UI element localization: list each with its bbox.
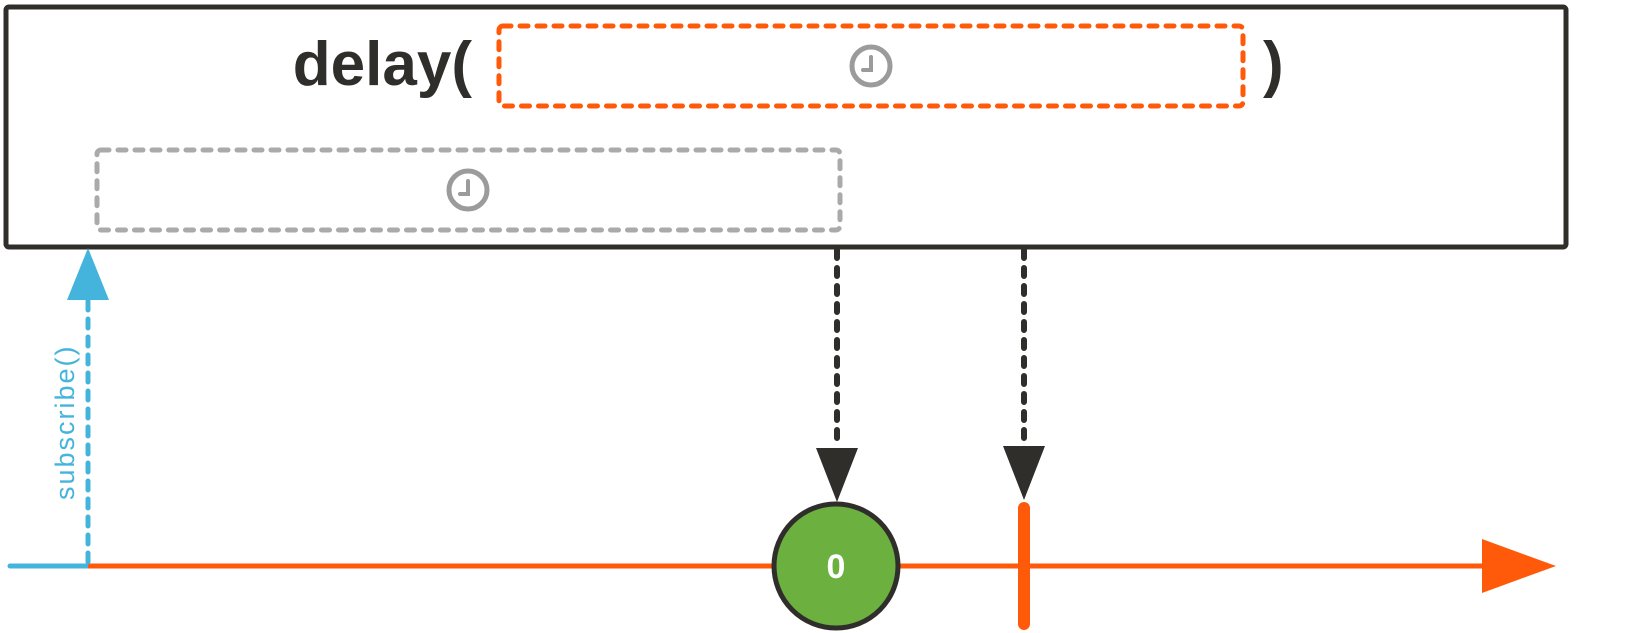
emission-marble: 0 bbox=[771, 501, 901, 631]
operator-label: delay( bbox=[293, 30, 473, 99]
subscribe-label: subscribe() bbox=[50, 344, 80, 500]
subscribe-arrowhead bbox=[67, 248, 109, 300]
operator-close-paren: ) bbox=[1263, 30, 1284, 99]
marble-value: 0 bbox=[827, 548, 846, 586]
clock-icon bbox=[446, 168, 490, 212]
operator-box bbox=[3, 4, 1569, 250]
timeline-arrowhead bbox=[1482, 539, 1556, 593]
completion-arrowhead bbox=[1003, 446, 1045, 500]
clock-icon bbox=[849, 44, 893, 88]
parameter-timer-box bbox=[496, 23, 1246, 109]
subscription-delay-box bbox=[94, 147, 843, 233]
emission-arrowhead bbox=[816, 448, 858, 502]
marble-circle bbox=[771, 501, 901, 631]
